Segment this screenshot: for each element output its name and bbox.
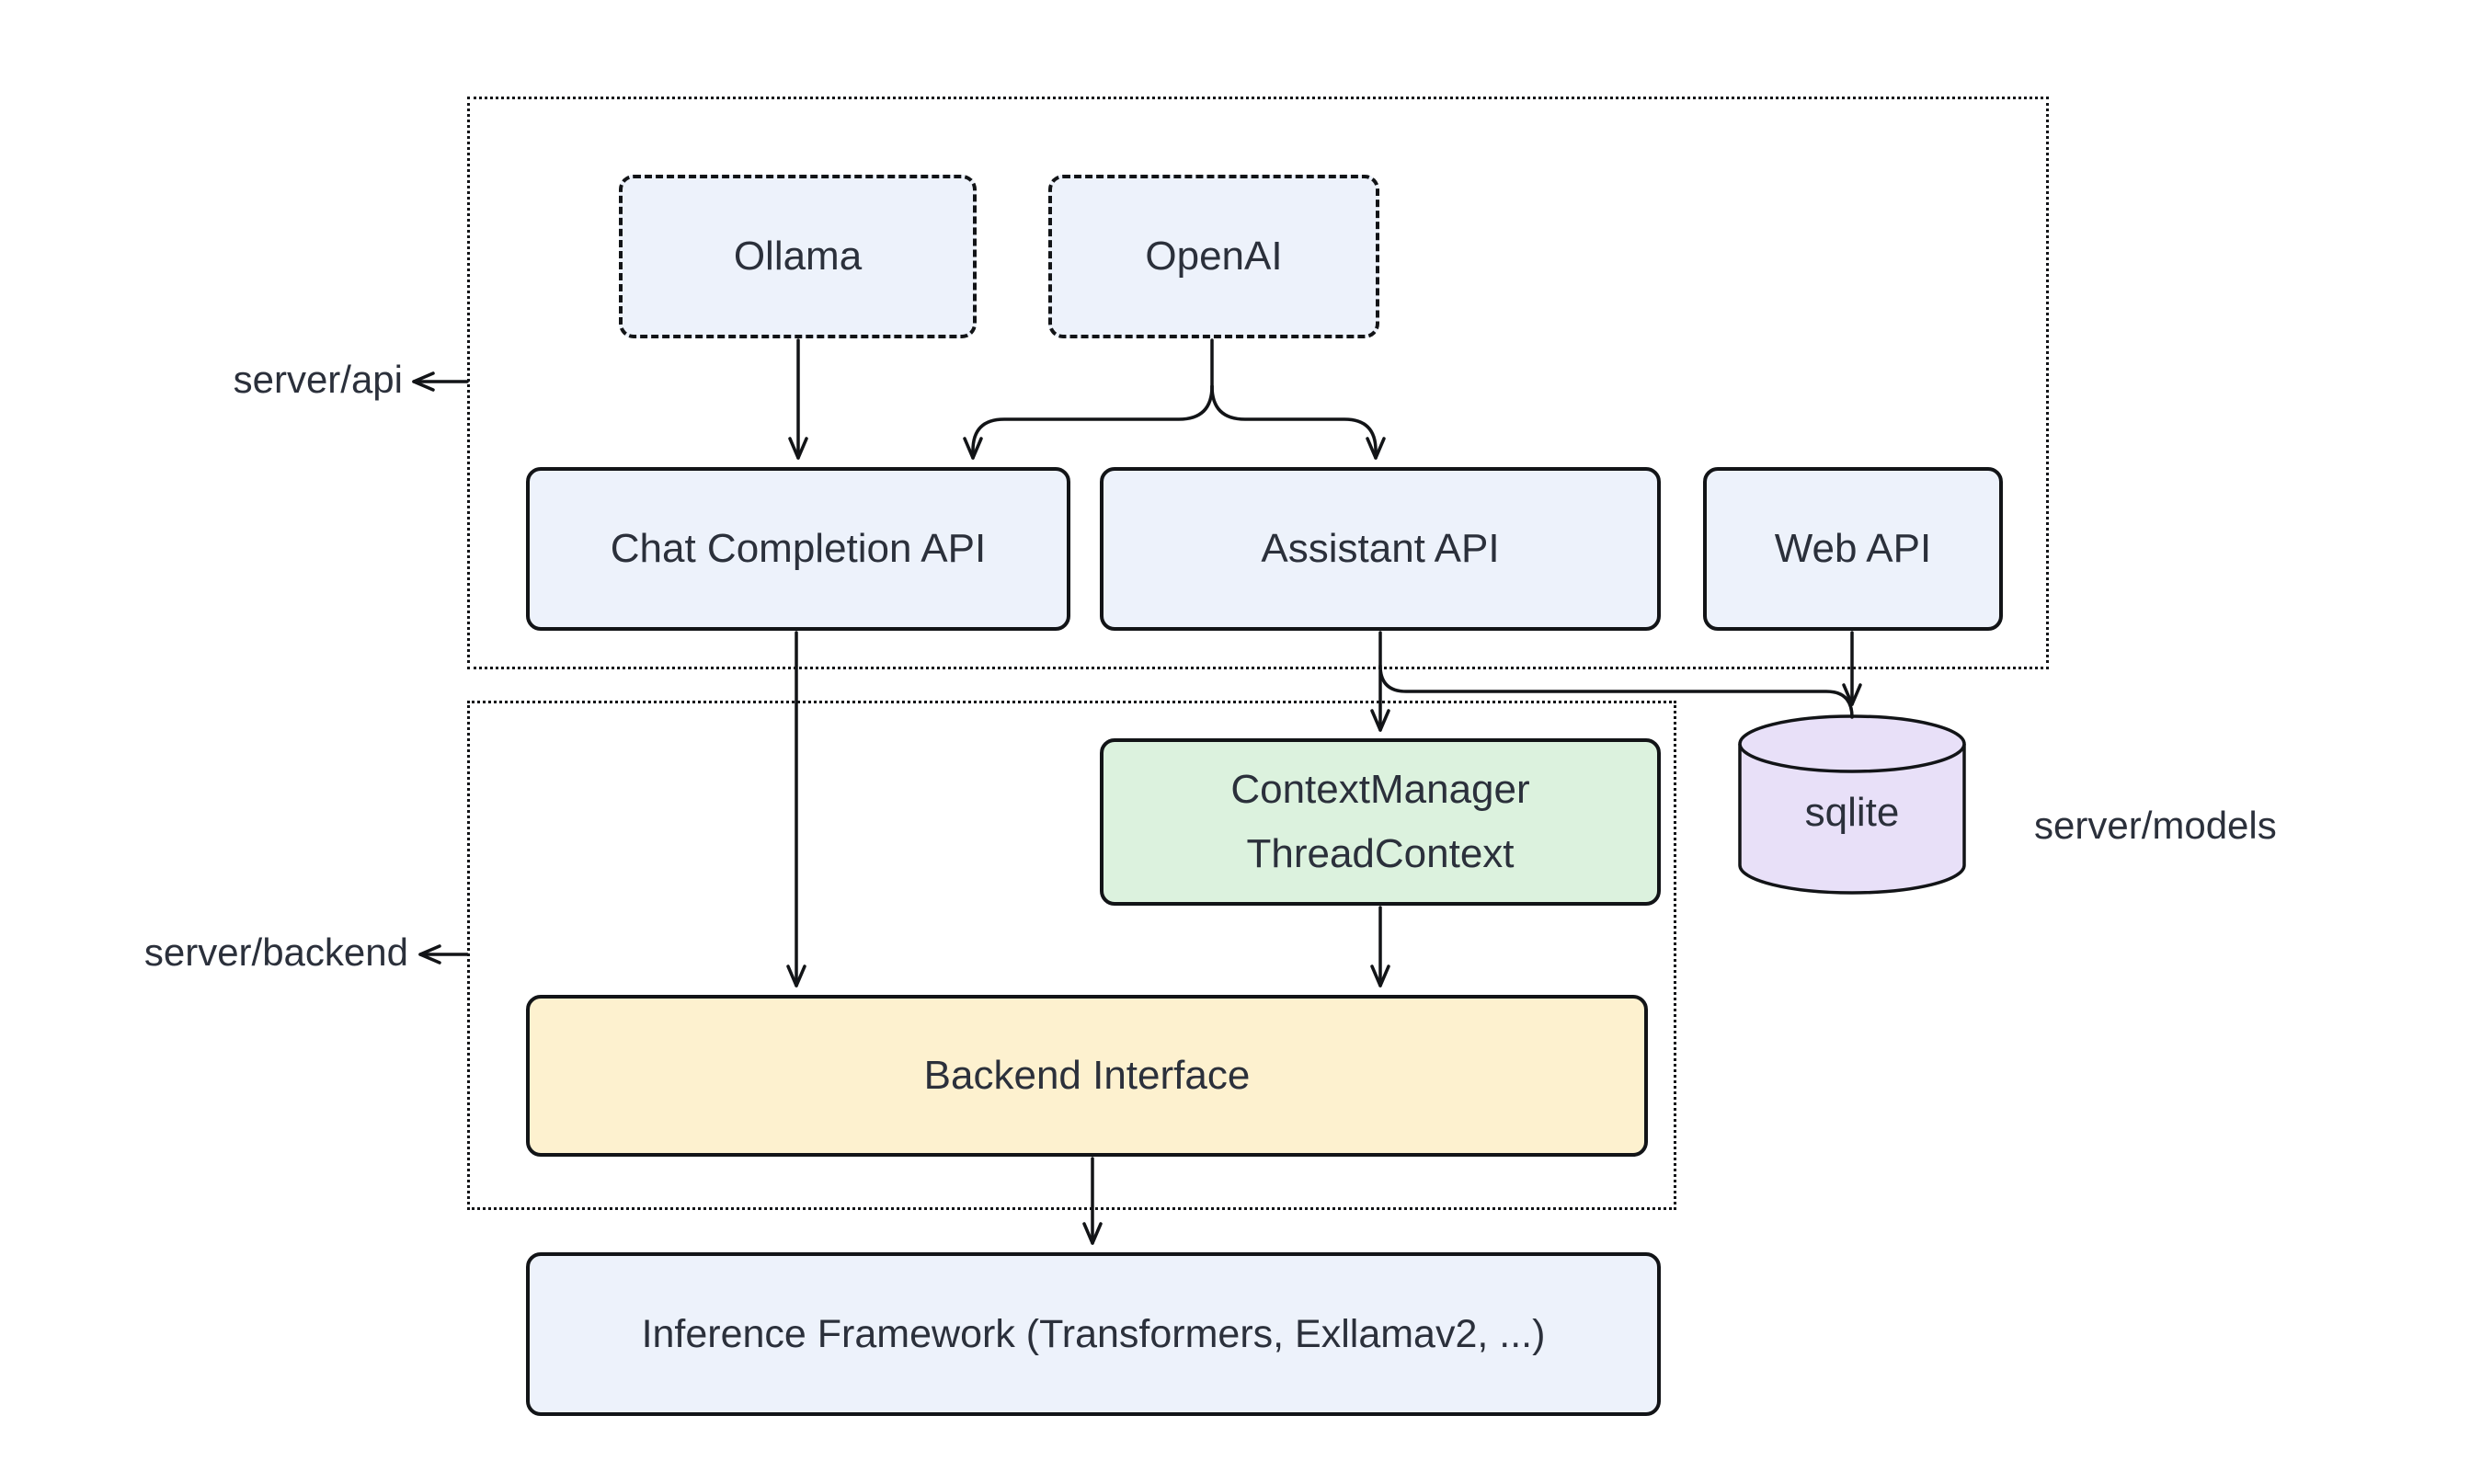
cylinder-body bbox=[1738, 744, 1966, 895]
node-chat-completion-api: Chat Completion API bbox=[526, 467, 1070, 631]
cylinder-top bbox=[1738, 714, 1966, 773]
node-sqlite-database: sqlite bbox=[1736, 713, 1968, 896]
node-web-api-label: Web API bbox=[1774, 526, 1932, 571]
node-ollama-label: Ollama bbox=[733, 234, 863, 279]
server-backend-label: server/backend bbox=[143, 930, 408, 974]
node-openai-label: OpenAI bbox=[1145, 234, 1283, 279]
database-cylinder-icon bbox=[1738, 714, 1966, 895]
node-openai: OpenAI bbox=[1048, 175, 1379, 338]
node-backend-interface: Backend Interface bbox=[526, 995, 1648, 1157]
node-assistant-api-label: Assistant API bbox=[1261, 526, 1500, 571]
node-context-manager-line2: ThreadContext bbox=[1246, 831, 1515, 876]
node-context-manager-line1: ContextManager bbox=[1230, 767, 1530, 812]
node-inference-framework-label: Inference Framework (Transformers, Exlla… bbox=[641, 1311, 1546, 1356]
server-models-label: server/models bbox=[2034, 804, 2277, 847]
node-sqlite-label: sqlite bbox=[1804, 790, 1900, 835]
node-chat-completion-api-label: Chat Completion API bbox=[610, 526, 987, 571]
node-context-manager: ContextManager ThreadContext bbox=[1100, 738, 1661, 906]
node-web-api: Web API bbox=[1703, 467, 2003, 631]
node-assistant-api: Assistant API bbox=[1100, 467, 1661, 631]
node-inference-framework: Inference Framework (Transformers, Exlla… bbox=[526, 1252, 1661, 1416]
server-api-label: server/api bbox=[233, 358, 403, 401]
node-ollama: Ollama bbox=[619, 175, 977, 338]
node-backend-interface-label: Backend Interface bbox=[923, 1053, 1251, 1098]
